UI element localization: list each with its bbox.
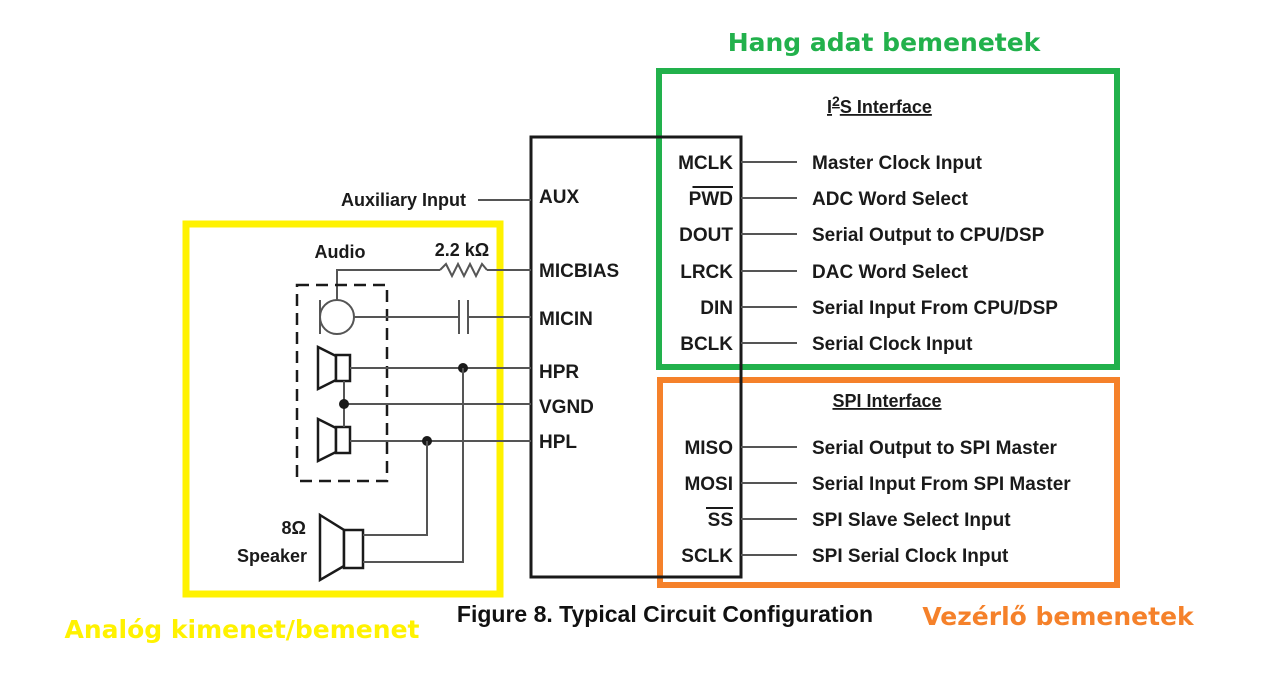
- pin-hpr: HPR: [539, 362, 579, 383]
- i2s-row-dout: DOUT Serial Output to CPU/DSP: [679, 225, 1044, 246]
- vgnd-junction: [339, 399, 349, 409]
- speaker-icon: [318, 512, 365, 583]
- green-highlight-box: [656, 68, 1120, 370]
- pin-aux: AUX: [539, 187, 579, 208]
- i2s-interface-title: I2S Interface: [827, 93, 932, 117]
- micbias-wire: [336, 269, 440, 300]
- yellow-highlight-label: Analóg kimenet/bemenet: [65, 615, 420, 644]
- pin-ss: SS: [708, 510, 733, 531]
- speaker-value-label: 8Ω: [282, 518, 306, 538]
- microphone-icon: [319, 299, 355, 335]
- pin-mclk: MCLK: [678, 153, 733, 174]
- pin-mosi: MOSI: [684, 474, 733, 495]
- headphone-right-icon: [316, 344, 352, 392]
- pin-description: Serial Output to SPI Master: [812, 438, 1058, 459]
- pin-sclk: SCLK: [681, 546, 733, 567]
- spi-row-sclk: SCLK SPI Serial Clock Input: [681, 546, 1009, 567]
- yellow-highlight-box: [182, 220, 504, 598]
- pin-bclk: BCLK: [680, 334, 733, 355]
- audio-label: Audio: [315, 242, 366, 262]
- pin-description: Serial Clock Input: [812, 334, 973, 355]
- pin-miso: MISO: [684, 438, 733, 459]
- pin-description: Serial Output to CPU/DSP: [812, 225, 1045, 246]
- pin-description: ADC Word Select: [812, 189, 969, 210]
- pin-dout: DOUT: [679, 225, 733, 246]
- i2s-row-mclk: MCLK Master Clock Input: [678, 153, 983, 174]
- spi-row-ss: SS SPI Slave Select Input: [706, 507, 1011, 531]
- orange-highlight-label: Vezérlő bemenetek: [922, 602, 1195, 631]
- headset-dashed-box: [295, 283, 389, 483]
- chip-body: [529, 135, 743, 579]
- green-highlight-label: Hang adat bemenetek: [728, 28, 1042, 57]
- spi-row-miso: MISO Serial Output to SPI Master: [684, 438, 1057, 459]
- i2s-row-lrck: LRCK DAC Word Select: [680, 262, 968, 283]
- speaker-wire-hpr: [363, 368, 464, 563]
- pin-pwd: PWD: [689, 189, 733, 210]
- pin-description: SPI Serial Clock Input: [812, 546, 1009, 567]
- spi-interface-title: SPI Interface: [832, 391, 941, 411]
- speaker-label: Speaker: [237, 546, 307, 566]
- pin-description: Serial Input From CPU/DSP: [812, 298, 1058, 319]
- pin-hpl: HPL: [539, 432, 577, 453]
- pin-description: SPI Slave Select Input: [812, 510, 1011, 531]
- figure-caption: Figure 8. Typical Circuit Configuration: [457, 601, 873, 627]
- headphone-left-icon: [316, 416, 352, 464]
- i2s-row-bclk: BCLK Serial Clock Input: [680, 334, 973, 355]
- pin-description: DAC Word Select: [812, 262, 969, 283]
- pin-description: Master Clock Input: [812, 153, 983, 174]
- i2s-row-pwd: PWD ADC Word Select: [689, 186, 969, 210]
- speaker-wire-hpl: [363, 441, 428, 536]
- spi-row-mosi: MOSI Serial Input From SPI Master: [684, 474, 1071, 495]
- pin-din: DIN: [700, 298, 733, 319]
- resistor-label: 2.2 kΩ: [435, 240, 489, 260]
- pin-description: Serial Input From SPI Master: [812, 474, 1071, 495]
- orange-highlight-box: [657, 377, 1120, 588]
- pin-micbias: MICBIAS: [539, 261, 619, 282]
- pin-vgnd: VGND: [539, 397, 594, 418]
- i2s-row-din: DIN Serial Input From CPU/DSP: [700, 298, 1058, 319]
- pin-lrck: LRCK: [680, 262, 733, 283]
- aux-input-label: Auxiliary Input: [341, 190, 466, 210]
- pin-micin: MICIN: [539, 309, 593, 330]
- resistor-symbol: [439, 261, 488, 279]
